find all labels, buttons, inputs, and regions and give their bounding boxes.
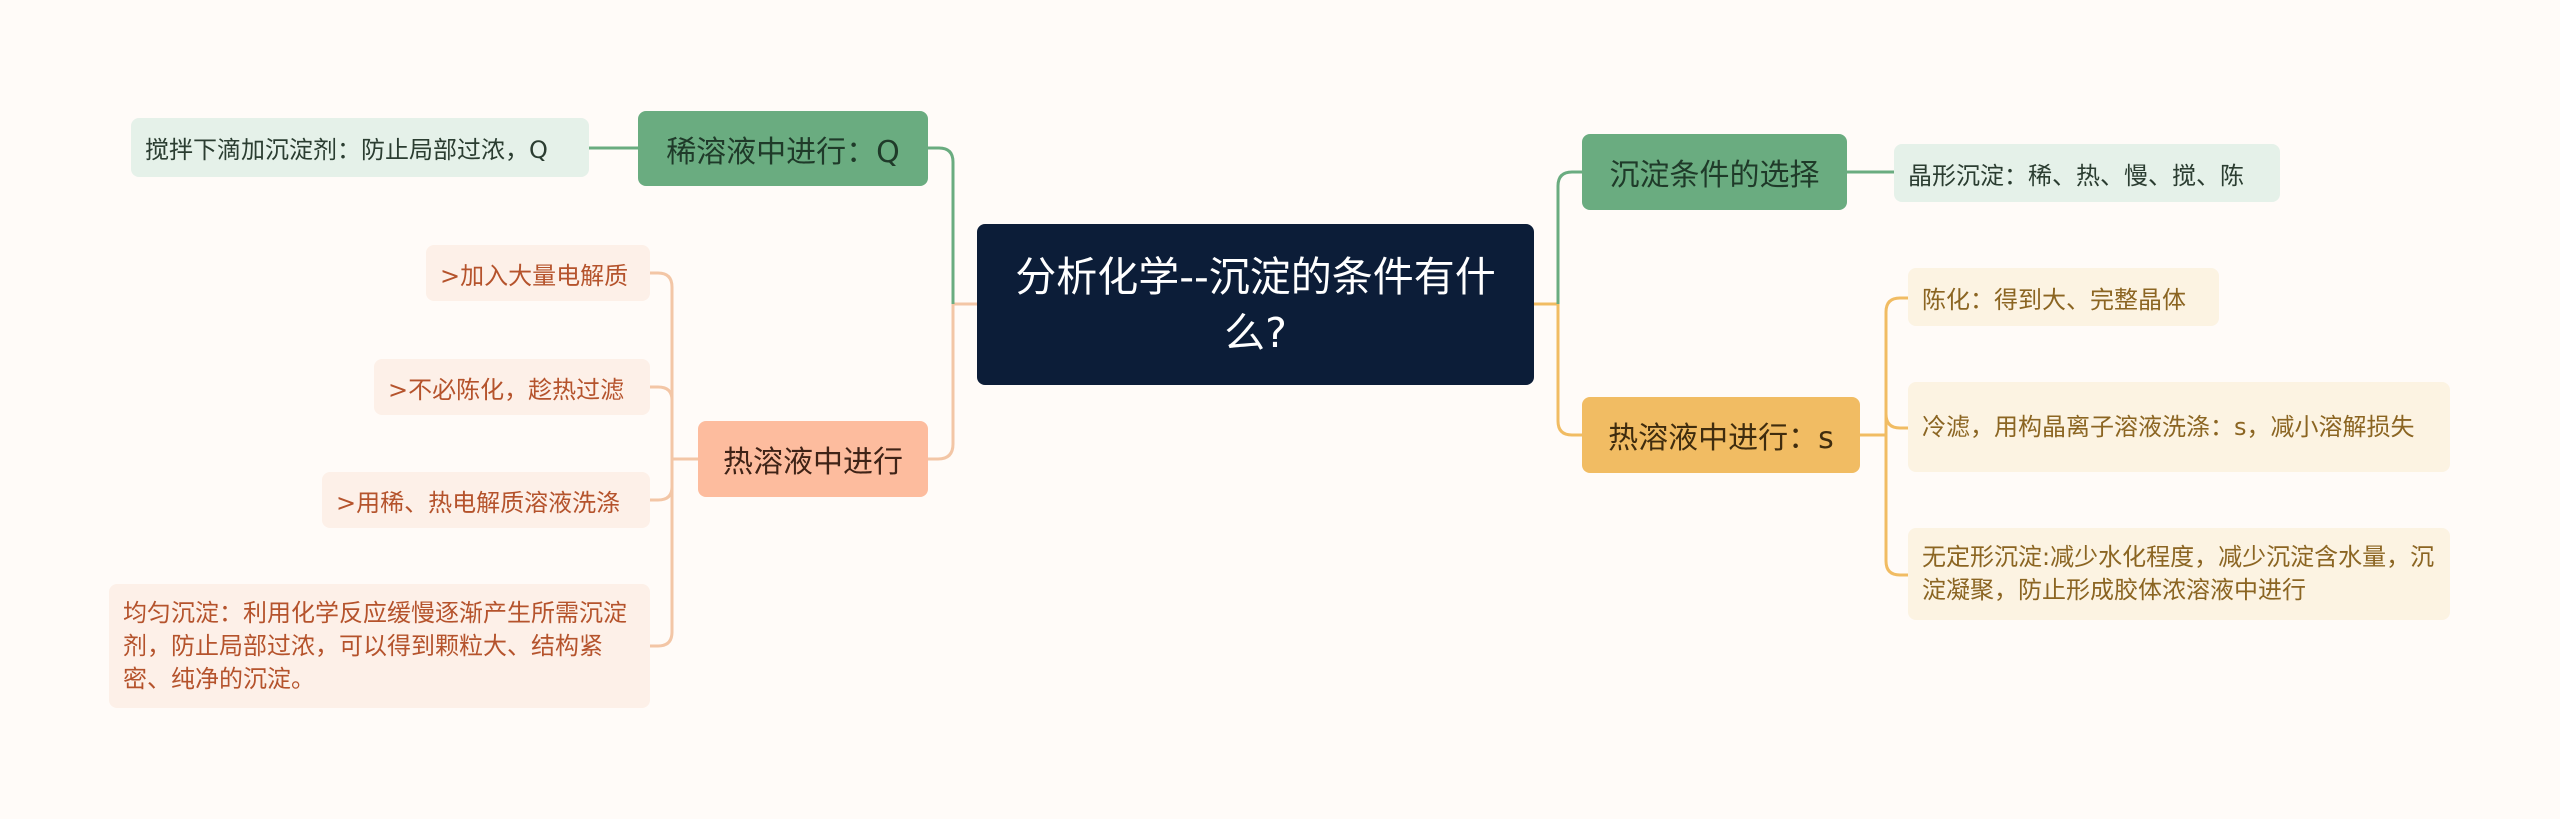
topic-condition-choice-text: 沉淀条件的选择 [1609, 158, 1820, 193]
leaf-choice-1[interactable]: 晶形沉淀：稀、热、慢、搅、陈 [1894, 144, 2280, 202]
link-hot-left-c1 [650, 271, 674, 288]
leaf-hot-right-1-text: 陈化：得到大、完整晶体 [1922, 285, 2186, 314]
root-topic-text: 分析化学--沉淀的条件有什么? [1015, 252, 1496, 357]
leaf-hot-right-3-text: 无定形沉淀:减少水化程度，减少沉淀含水量，沉淀凝聚，防止形成胶体浓溶液中进行 [1922, 543, 2435, 604]
link-hot-left-c4 [650, 631, 674, 648]
leaf-hot-left-3[interactable]: >用稀、热电解质溶液洗涤 [322, 472, 650, 528]
topic-condition-choice[interactable]: 沉淀条件的选择 [1582, 134, 1847, 210]
leaf-hot-left-4[interactable]: 均匀沉淀：利用化学反应缓慢逐渐产生所需沉淀剂，防止局部过浓，可以得到颗粒大、结构… [109, 584, 650, 708]
topic-hot-solution-right-text: 热溶液中进行：s [1608, 421, 1834, 456]
link-root-choice [1556, 170, 1582, 304]
link-root-hot-left [928, 304, 955, 461]
link-hot-right-c3 [1884, 560, 1908, 577]
leaf-hot-right-2-text: 冷滤，用构晶离子溶液洗涤：s，减小溶解损失 [1922, 412, 2415, 441]
leaf-hot-left-1-text: >加入大量电解质 [440, 261, 629, 290]
topic-dilute-solution[interactable]: 稀溶液中进行：Q [638, 111, 928, 186]
topic-hot-solution-right[interactable]: 热溶液中进行：s [1582, 397, 1860, 473]
leaf-hot-left-2[interactable]: >不必陈化，趁热过滤 [374, 359, 650, 415]
link-hot-left-c3 [650, 486, 674, 502]
link-hot-right-children [1860, 312, 1888, 561]
link-hot-right-c2 [1884, 413, 1908, 430]
leaf-hot-left-2-text: >不必陈化，趁热过滤 [388, 375, 625, 404]
link-hot-left-c2 [650, 385, 674, 401]
leaf-hot-left-4-text: 均匀沉淀：利用化学反应缓慢逐渐产生所需沉淀剂，防止局部过浓，可以得到颗粒大、结构… [123, 598, 627, 693]
root-topic[interactable]: 分析化学--沉淀的条件有什么? [977, 224, 1534, 385]
leaf-choice-1-text: 晶形沉淀：稀、热、慢、搅、陈 [1908, 161, 2244, 190]
leaf-hot-left-1[interactable]: >加入大量电解质 [426, 245, 650, 301]
leaf-hot-left-3-text: >用稀、热电解质溶液洗涤 [336, 488, 621, 517]
leaf-dilute-1[interactable]: 搅拌下滴加沉淀剂：防止局部过浓，Q [131, 118, 589, 177]
link-root-dilute [928, 146, 955, 304]
topic-hot-solution-left[interactable]: 热溶液中进行 [698, 421, 928, 497]
link-hot-right-c1 [1884, 296, 1908, 313]
leaf-hot-right-2[interactable]: 冷滤，用构晶离子溶液洗涤：s，减小溶解损失 [1908, 382, 2450, 472]
link-hot-left-children [670, 287, 698, 632]
leaf-hot-right-1[interactable]: 陈化：得到大、完整晶体 [1908, 268, 2219, 326]
leaf-dilute-1-text: 搅拌下滴加沉淀剂：防止局部过浓，Q [145, 136, 548, 164]
leaf-hot-right-3[interactable]: 无定形沉淀:减少水化程度，减少沉淀含水量，沉淀凝聚，防止形成胶体浓溶液中进行 [1908, 528, 2450, 620]
topic-dilute-solution-text: 稀溶液中进行：Q [666, 134, 900, 170]
link-root-hot-right [1556, 304, 1582, 437]
topic-hot-solution-left-text: 热溶液中进行 [723, 445, 903, 480]
